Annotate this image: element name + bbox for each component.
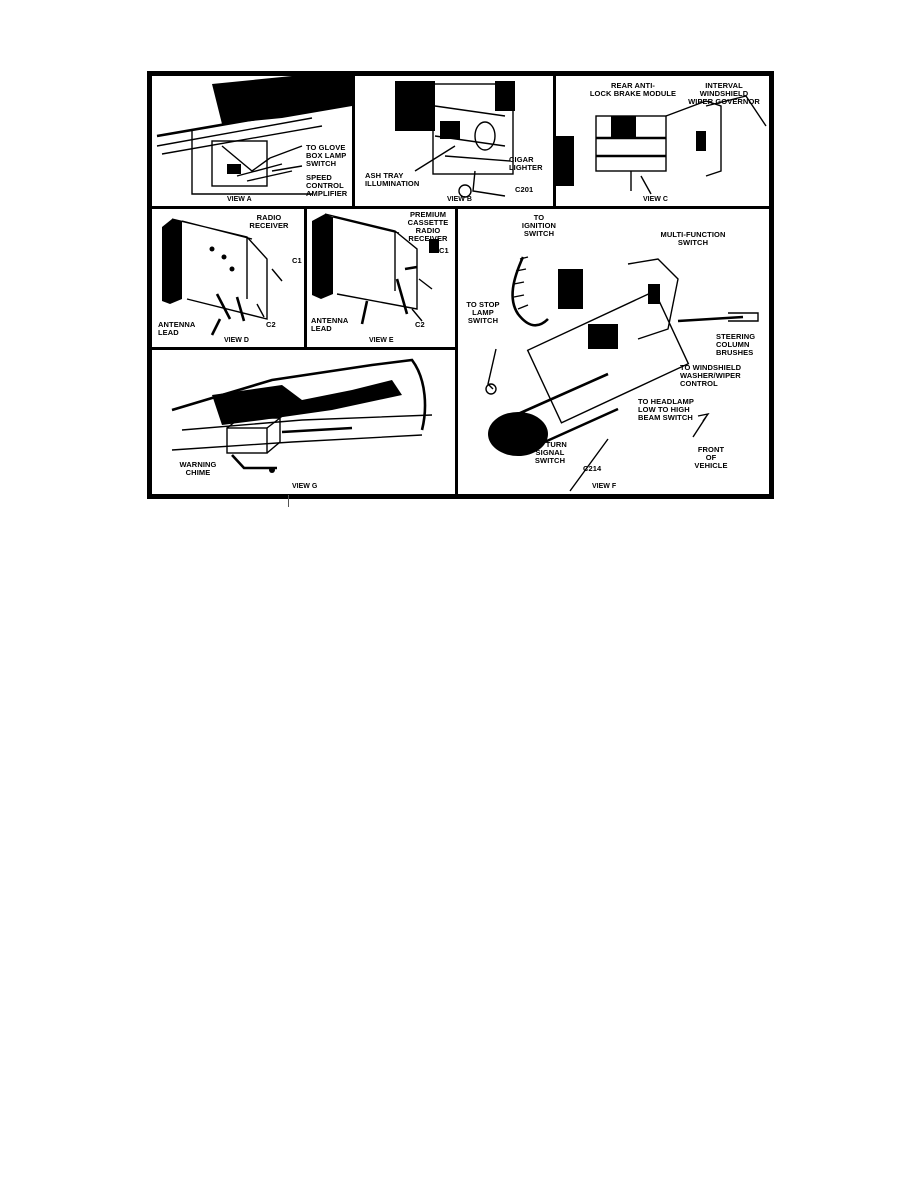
to-windshield-washer-wiper-control-label: TO WINDSHIELD WASHER/WIPER CONTROL bbox=[680, 363, 742, 388]
multi-function-switch-label: MULTI-FUNCTION SWITCH bbox=[660, 230, 726, 247]
view-b-caption: VIEW B bbox=[447, 196, 472, 203]
view-b-panel: ASH TRAY ILLUMINATION CIGAR LIGHTER C201… bbox=[355, 76, 553, 206]
to-turn-signal-switch-label: TO TURN SIGNAL SWITCH bbox=[533, 440, 567, 465]
c1-connector-label: C1 bbox=[439, 246, 449, 255]
c2-connector-label: C2 bbox=[415, 320, 425, 329]
c1-connector-label: C1 bbox=[292, 256, 302, 265]
premium-cassette-radio-receiver-label: PREMIUM CASSETTE RADIO RECEIVER bbox=[407, 210, 449, 243]
radio-receiver-label: RADIO RECEIVER bbox=[249, 213, 289, 230]
view-d-panel: RADIO RECEIVER C1 C2 ANTENNA LEAD VIEW D bbox=[152, 209, 304, 347]
view-a-caption: VIEW A bbox=[227, 196, 252, 203]
front-of-vehicle-label: FRONT OF VEHICLE bbox=[694, 445, 728, 470]
view-g-drawing bbox=[171, 358, 433, 473]
ash-tray-illumination-label: ASH TRAY ILLUMINATION bbox=[365, 171, 420, 188]
interval-windshield-wiper-governor-label: INTERVAL WINDSHIELD WIPER GOVERNOR bbox=[688, 81, 760, 106]
view-f-drawing bbox=[485, 256, 759, 492]
steering-column-brushes-label: STEERING COLUMN BRUSHES bbox=[716, 332, 756, 357]
scan-tick-mark bbox=[288, 495, 289, 507]
cigar-lighter-label: CIGAR LIGHTER bbox=[509, 155, 543, 172]
to-headlamp-low-to-high-beam-switch-label: TO HEADLAMP LOW TO HIGH BEAM SWITCH bbox=[638, 397, 694, 422]
view-c-drawing bbox=[556, 95, 767, 195]
view-d-drawing bbox=[162, 218, 283, 336]
view-b-drawing bbox=[395, 81, 515, 198]
view-e-drawing bbox=[312, 213, 439, 325]
c214-connector-label: C214 bbox=[583, 464, 602, 473]
view-d-caption: VIEW D bbox=[224, 337, 249, 344]
rear-anti-lock-brake-module-label: REAR ANTI- LOCK BRAKE MODULE bbox=[589, 81, 677, 98]
c2-connector-label: C2 bbox=[266, 320, 276, 329]
to-stop-lamp-switch-label: TO STOP LAMP SWITCH bbox=[466, 300, 500, 325]
view-g-panel: WARNING CHIME VIEW G bbox=[152, 350, 455, 494]
antenna-lead-label: ANTENNA LEAD bbox=[311, 316, 349, 333]
view-c-panel: REAR ANTI- LOCK BRAKE MODULE INTERVAL WI… bbox=[556, 76, 769, 206]
view-c-caption: VIEW C bbox=[643, 196, 668, 203]
view-f-panel: TO IGNITION SWITCH MULTI-FUNCTION SWITCH… bbox=[458, 209, 769, 494]
view-a-drawing bbox=[156, 76, 352, 195]
view-a-panel: TO GLOVE BOX LAMP SWITCH SPEED CONTROL A… bbox=[152, 76, 352, 206]
warning-chime-label: WARNING CHIME bbox=[179, 460, 217, 477]
component-location-figure: TO GLOVE BOX LAMP SWITCH SPEED CONTROL A… bbox=[147, 71, 774, 499]
view-f-caption: VIEW F bbox=[592, 483, 617, 490]
view-e-panel: PREMIUM CASSETTE RADIO RECEIVER C1 C2 AN… bbox=[307, 209, 455, 347]
view-g-caption: VIEW G bbox=[292, 483, 318, 490]
antenna-lead-label: ANTENNA LEAD bbox=[158, 320, 196, 337]
c201-connector-label: C201 bbox=[515, 185, 534, 194]
view-e-caption: VIEW E bbox=[369, 337, 394, 344]
glove-box-lamp-switch-label: TO GLOVE BOX LAMP SWITCH bbox=[306, 143, 347, 168]
to-ignition-switch-label: TO IGNITION SWITCH bbox=[521, 213, 557, 238]
speed-control-amplifier-label: SPEED CONTROL AMPLIFIER bbox=[306, 173, 348, 198]
